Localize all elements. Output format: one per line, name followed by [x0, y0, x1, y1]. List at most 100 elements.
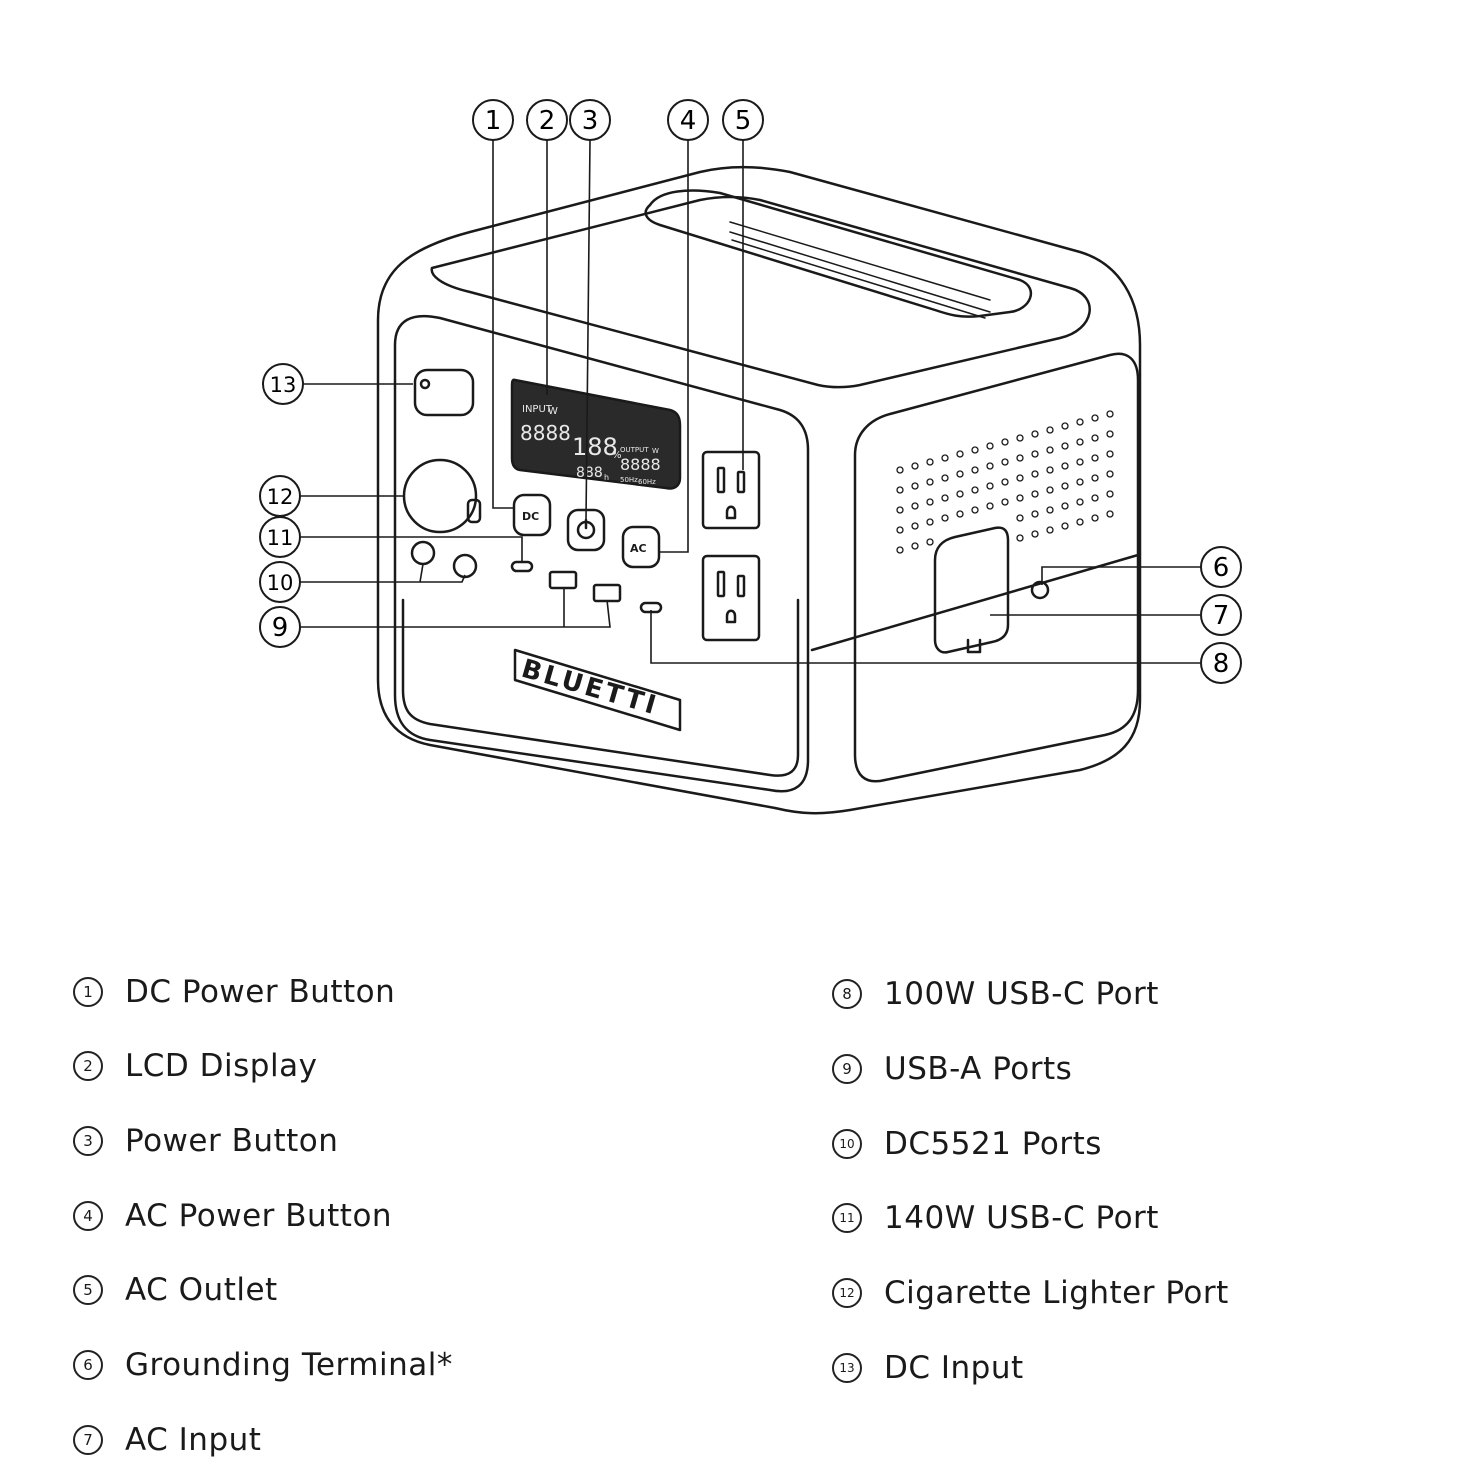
legend-label: DC Power Button — [125, 974, 396, 1010]
svg-text:10: 10 — [267, 571, 294, 595]
leader-lines — [300, 139, 1205, 664]
svg-text:5: 5 — [735, 106, 752, 136]
legend-label: 140W USB-C Port — [884, 1200, 1159, 1236]
legend-item-grounding-terminal: 6 Grounding Terminal* — [73, 1343, 453, 1387]
callout-7: 7 — [1200, 594, 1242, 636]
legend-number: 13 — [832, 1353, 862, 1383]
lcd-output-value: 8888 — [620, 455, 661, 474]
callout-10: 10 — [259, 561, 301, 603]
top-panel — [430, 195, 1091, 389]
svg-text:1: 1 — [485, 106, 502, 136]
legend-item-ac-outlet: 5 AC Outlet — [73, 1268, 278, 1312]
callout-6: 6 — [1200, 546, 1242, 588]
svg-text:13: 13 — [270, 373, 297, 397]
legend-label: DC Input — [884, 1350, 1024, 1386]
legend-label: AC Outlet — [125, 1272, 278, 1308]
usb-a-port-1 — [548, 570, 578, 590]
ac-button-label: AC — [630, 542, 647, 555]
legend-label: Power Button — [125, 1123, 339, 1159]
lcd-display — [510, 378, 682, 490]
ac-outlet-1 — [701, 450, 761, 530]
lcd-percent-unit: % — [612, 450, 622, 461]
brand-plate — [513, 648, 682, 732]
ac-outlet-2 — [701, 554, 761, 642]
legend-number: 12 — [832, 1278, 862, 1308]
lcd-input-label: INPUT — [522, 404, 553, 415]
svg-text:2: 2 — [539, 106, 556, 136]
svg-text:7: 7 — [1213, 601, 1230, 631]
legend-item-dc5521-ports: 10 DC5521 Ports — [832, 1122, 1102, 1166]
front-panel — [393, 314, 810, 793]
legend-number: 5 — [73, 1275, 103, 1305]
callout-11: 11 — [259, 516, 301, 558]
cigarette-lighter-port — [402, 458, 478, 534]
legend-label: USB-A Ports — [884, 1051, 1073, 1087]
handle-recess — [644, 189, 1032, 318]
callout-8: 8 — [1200, 642, 1242, 684]
ac-power-button[interactable] — [621, 525, 661, 569]
callout-9: 9 — [259, 606, 301, 648]
legend-label: Cigarette Lighter Port — [884, 1275, 1229, 1311]
callout-1: 1 — [472, 99, 514, 141]
brand-logo: BLUETTI — [518, 654, 662, 722]
legend-label: 100W USB-C Port — [884, 976, 1159, 1012]
usb-a-port-2 — [592, 583, 622, 603]
legend-number: 3 — [73, 1126, 103, 1156]
side-vent — [896, 410, 1114, 554]
callout-2: 2 — [526, 99, 568, 141]
callout-5: 5 — [722, 99, 764, 141]
legend-number: 10 — [832, 1129, 862, 1159]
legend-item-dc-input: 13 DC Input — [832, 1346, 1024, 1390]
usb-c-140w-port — [510, 560, 534, 573]
legend-number: 6 — [73, 1350, 103, 1380]
dc-input-port — [413, 368, 475, 417]
callout-13: 13 — [262, 363, 304, 405]
svg-text:11: 11 — [267, 526, 294, 550]
lcd-percent-value: 188 — [572, 433, 618, 461]
legend-number: 9 — [832, 1054, 862, 1084]
legend-label: Grounding Terminal* — [125, 1347, 453, 1383]
legend-number: 1 — [73, 977, 103, 1007]
ac-input-cover — [933, 526, 1010, 654]
svg-text:8: 8 — [1213, 649, 1230, 679]
legend-item-lcd-display: 2 LCD Display — [73, 1044, 317, 1088]
legend-number: 2 — [73, 1051, 103, 1081]
lcd-freq-b: 60Hz — [638, 478, 656, 486]
legend-number: 4 — [73, 1201, 103, 1231]
dc5521-port-1 — [410, 540, 436, 566]
legend-item-ac-input: 7 AC Input — [73, 1418, 261, 1462]
legend-item-dc-power-button: 1 DC Power Button — [73, 970, 395, 1014]
side-panel — [853, 352, 1140, 783]
callout-3: 3 — [569, 99, 611, 141]
svg-text:9: 9 — [272, 613, 289, 643]
legend-item-cigarette-lighter: 12 Cigarette Lighter Port — [832, 1271, 1229, 1315]
lcd-output-label: OUTPUT — [620, 446, 649, 454]
lcd-input-value: 8888 — [520, 421, 571, 445]
callout-12: 12 — [259, 475, 301, 517]
svg-text:12: 12 — [267, 485, 294, 509]
legend-number: 7 — [73, 1425, 103, 1455]
legend-item-usb-c-100w: 8 100W USB-C Port — [832, 972, 1159, 1016]
lcd-freq-a: 50Hz — [620, 476, 638, 484]
dc-power-button[interactable] — [512, 493, 552, 537]
legend-item-power-button: 3 Power Button — [73, 1119, 338, 1163]
lcd-small-value: 888 — [576, 465, 603, 481]
legend-label: AC Power Button — [125, 1198, 393, 1234]
legend-label: AC Input — [125, 1422, 262, 1458]
svg-text:3: 3 — [582, 106, 599, 136]
handle-grip — [729, 221, 991, 319]
dc5521-port-2 — [452, 553, 478, 579]
legend-label: DC5521 Ports — [884, 1126, 1102, 1162]
legend-item-usb-a-ports: 9 USB-A Ports — [832, 1047, 1072, 1091]
lcd-output-unit: W — [652, 447, 659, 455]
legend-label: LCD Display — [125, 1048, 318, 1084]
svg-text:4: 4 — [680, 106, 697, 136]
legend-item-ac-power-button: 4 AC Power Button — [73, 1194, 392, 1238]
lcd-input-unit: W — [548, 406, 558, 417]
legend-item-usb-c-140w: 11 140W USB-C Port — [832, 1196, 1159, 1240]
callout-4: 4 — [667, 99, 709, 141]
power-station-diagram: INPUT W 8888 188 % 888 h OUTPUT W 8888 5… — [259, 99, 1242, 815]
lcd-small-unit: h — [604, 473, 609, 482]
legend-number: 11 — [832, 1203, 862, 1233]
device-body-outline — [376, 165, 1142, 815]
